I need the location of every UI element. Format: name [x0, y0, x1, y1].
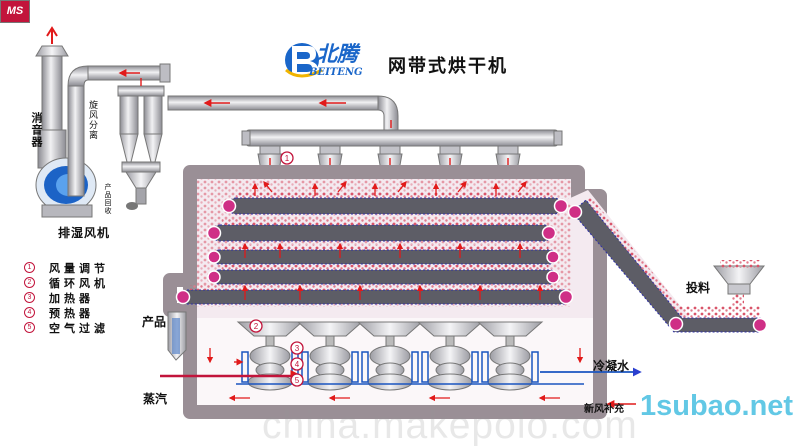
feed-hopper: [712, 260, 766, 306]
label-product-recovery: 产品回收: [104, 183, 112, 215]
marker-heater: 3: [290, 341, 304, 355]
marker-filter-num: 5: [295, 376, 300, 385]
legend-number: 2: [24, 277, 35, 288]
belt-5: [175, 285, 574, 305]
legend-number: 1: [24, 262, 35, 273]
legend-text: 空气过滤: [49, 321, 109, 335]
legend-item: 3 加热器: [24, 290, 109, 305]
belt-1: [221, 192, 569, 215]
legend-item: 2 循环风机: [24, 275, 109, 290]
marker-damper: 1: [280, 151, 294, 165]
marker-preheater-num: 4: [295, 360, 300, 369]
belt-2: [206, 219, 557, 242]
label-product: 产品: [142, 315, 167, 329]
brand-name-english: BEITENG: [309, 67, 363, 78]
legend-item: 5 空气过滤: [24, 320, 109, 335]
ms-steam-valve: MS: [0, 0, 30, 23]
brand-name-chinese: 北腾: [316, 41, 358, 66]
legend-text: 预热器: [49, 306, 94, 320]
legend-text: 循环风机: [49, 276, 109, 290]
marker-heater-num: 3: [295, 344, 300, 353]
legend-item: 1 风量调节: [24, 260, 109, 275]
watermark-main: china.makepolo.com: [262, 404, 638, 447]
feed-conveyor: [566, 190, 768, 333]
fan-heater-units: [234, 321, 544, 391]
legend-item: 4 预热器: [24, 305, 109, 320]
marker-filter: 5: [290, 373, 304, 387]
marker-fan-num: 2: [254, 322, 259, 331]
label-condensate-water: 冷凝水: [593, 359, 630, 373]
exhaust-duct: [67, 63, 171, 197]
belt-3: [207, 245, 560, 265]
marker-fan: 2: [249, 319, 263, 333]
top-return-duct: [167, 95, 563, 147]
cyclone-separator: [117, 78, 165, 210]
conveyor-belts: [175, 192, 574, 305]
label-feed: 投料: [686, 281, 711, 295]
legend-text: 风量调节: [49, 261, 109, 275]
label-steam: 蒸汽: [143, 392, 168, 406]
belt-4: [207, 265, 560, 285]
diagram-title: 网带式烘干机: [388, 56, 508, 77]
label-cyclone: 旋风分离: [87, 100, 97, 140]
legend: 1 风量调节 2 循环风机 3 加热器 4 预热器 5 空气过滤: [24, 260, 109, 335]
label-muffler: 消音器: [30, 112, 43, 148]
legend-number: 4: [24, 307, 35, 318]
marker-damper-num: 1: [285, 154, 290, 163]
watermark-corner: 1subao.net: [640, 390, 794, 422]
product-chute: [167, 311, 187, 361]
marker-preheater: 4: [290, 357, 304, 371]
brand-logo-icon: [285, 43, 323, 78]
legend-number: 3: [24, 292, 35, 303]
legend-number: 5: [24, 322, 35, 333]
label-fresh-air: 新风补充: [584, 404, 624, 415]
label-exhaust-fan: 排湿风机: [58, 226, 111, 240]
airflow-arrows: [206, 180, 584, 402]
legend-text: 加热器: [49, 291, 94, 305]
